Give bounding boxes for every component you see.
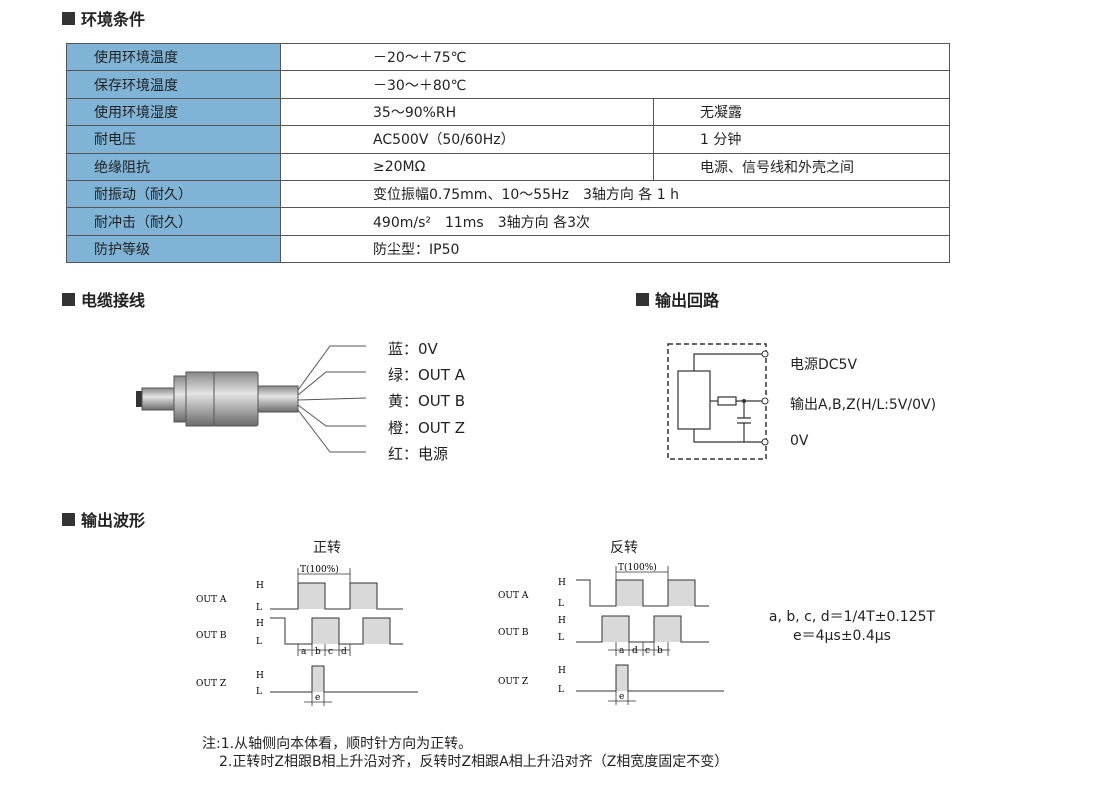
label-out-b: OUT B [196,631,227,641]
circuit-label-vcc: 电源DC5V [790,357,858,373]
square-bullet-icon [62,292,75,306]
segment-label: d [632,646,638,656]
label-out-z: OUT Z [196,679,226,689]
table-key: 防护等级 [66,234,281,264]
label-low: L [558,633,564,643]
table-value: 变位振幅0.75mm、10～55Hz 3轴方向 各 1 h [280,179,950,209]
period-label: T(100%) [300,564,339,575]
section-title-env: 环境条件 [62,6,145,30]
label-low: L [256,687,262,697]
table-value: 35～90%RH [280,97,654,127]
wire-label-orange: 橙：OUT Z [388,419,465,437]
table-value: AC500V（50/60Hz） [280,125,654,154]
encoder-illustration [136,345,367,453]
table-row: 耐冲击（耐久）490m/s² 11ms 3轴方向 各3次 [66,207,950,236]
pulse-label: e [315,693,320,703]
table-row: 使用环境温度－20～＋75℃ [66,42,950,72]
label-high: H [256,581,264,591]
segment-label: c [328,647,333,657]
section-title-waveform: 输出波形 [62,507,145,531]
label-low: L [558,599,564,609]
square-bullet-icon [62,512,75,526]
square-bullet-icon [636,292,649,306]
shaft-tip-icon [136,391,144,407]
table-value: －30～＋80℃ [280,70,950,99]
table-key: 耐电压 [66,125,281,154]
section-title-cable: 电缆接线 [62,287,145,311]
forward-waveform: OUT A OUT B OUT Z H L H L H L T(100%) a … [196,564,418,706]
label-low: L [558,685,564,695]
body-front-icon [185,371,215,427]
wire-label-green: 绿：OUT A [388,366,465,384]
segment-label: a [301,647,307,657]
table-note: 1 分钟 [653,125,950,154]
label-high: H [256,619,264,629]
section-title-circuit: 输出回路 [636,287,719,311]
terminal-out-icon [761,397,769,405]
section-title-waveform-text: 输出波形 [81,511,146,530]
reverse-waveform: OUT A OUT B OUT Z H L H L H L T(100%) a … [498,562,724,705]
label-high: H [558,666,566,676]
label-low: L [256,637,262,647]
segment-label: a [619,646,625,656]
table-note: 电源、信号线和外壳之间 [653,152,950,181]
wire-label-yellow: 黄：OUT B [388,392,466,410]
segment-label: c [645,646,650,656]
cable-gland-icon [257,385,299,413]
label-out-z: OUT Z [498,677,528,687]
label-high: H [558,578,566,588]
table-key: 使用环境湿度 [66,97,281,127]
label-out-b: OUT B [498,628,529,638]
table-value: ≥20MΩ [280,152,654,181]
table-value: 490m/s² 11ms 3轴方向 各3次 [280,207,950,236]
segment-label: b [657,646,663,656]
note-line-2: 2.正转时Z相跟B相上升沿对齐，反转时Z相跟A相上升沿对齐（Z相宽度固定不变） [219,754,729,770]
table-row: 防护等级防尘型：IP50 [66,234,950,264]
segment-label: b [315,647,321,657]
pulse-label: e [619,692,624,702]
table-value: －20～＋75℃ [280,42,950,72]
label-high: H [558,616,566,626]
wire-label-red: 红：电源 [388,445,449,463]
flange-icon [173,375,187,423]
note-line-1: 注:1.从轴侧向本体看，顺时针方向为正转。 [202,736,473,752]
table-key: 使用环境温度 [66,42,281,72]
table-key: 耐振动（耐久） [66,179,281,209]
section-title-env-text: 环境条件 [81,10,146,29]
section-title-circuit-text: 输出回路 [655,291,720,310]
terminal-0v-icon [761,438,769,446]
label-out-a: OUT A [196,595,227,605]
circuit-label-0v: 0V [790,433,809,449]
reverse-title: 反转 [610,540,638,556]
period-label: T(100%) [618,562,657,573]
table-key: 耐冲击（耐久） [66,207,281,236]
formula-line-2: e＝4μs±0.4μs [793,628,891,644]
label-low: L [256,603,262,613]
segment-label: d [341,647,347,657]
table-row: 耐振动（耐久）变位振幅0.75mm、10～55Hz 3轴方向 各 1 h [66,179,950,209]
forward-title: 正转 [313,540,341,556]
shaft-icon [141,387,177,411]
output-circuit-diagram [667,343,769,460]
table-key: 保存环境温度 [66,70,281,99]
label-high: H [256,671,264,681]
square-bullet-icon [62,11,75,25]
formula-line-1: a, b, c, d＝1/4T±0.125T [768,609,936,625]
wire-label-blue: 蓝：0V [388,340,438,358]
label-out-a: OUT A [498,591,529,601]
table-key: 绝缘阻抗 [66,152,281,181]
circuit-label-out: 输出A,B,Z(H/L:5V/0V) [790,397,937,413]
table-row: 保存环境温度－30～＋80℃ [66,70,950,99]
wires-icon [297,345,367,453]
table-note: 无凝露 [653,97,950,127]
terminal-vcc-icon [761,350,769,358]
section-title-cable-text: 电缆接线 [81,291,146,310]
table-value: 防尘型：IP50 [280,234,950,264]
body-icon [213,371,259,427]
